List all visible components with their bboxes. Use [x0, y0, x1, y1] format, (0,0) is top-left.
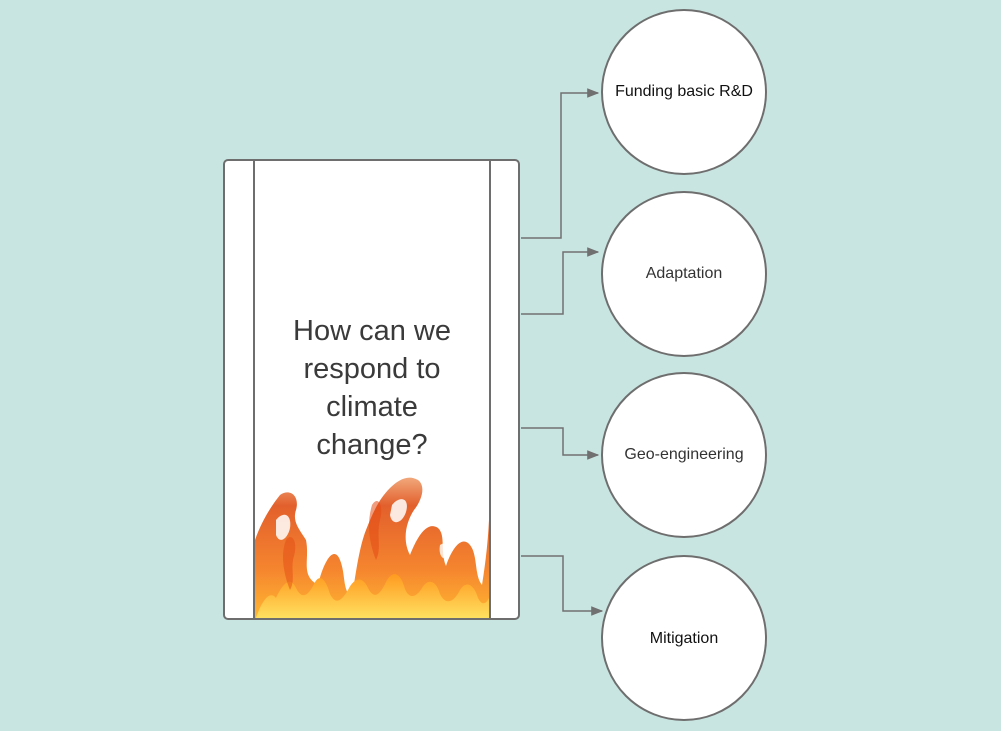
- label-mitigation: Mitigation: [649, 630, 719, 647]
- label-funding-rd: Funding basic R&D: [615, 83, 753, 100]
- connector-rd: [521, 88, 600, 239]
- fire-flames-icon: [255, 477, 489, 618]
- circle-mitigation: [601, 555, 767, 721]
- response-circles: [601, 9, 767, 721]
- circle-funding-rd: [601, 9, 767, 175]
- connector-geoengineering: [521, 427, 600, 460]
- circle-adaptation: [601, 191, 767, 357]
- connectors: [521, 88, 604, 616]
- connector-adaptation: [521, 247, 600, 315]
- question-box: [223, 159, 520, 620]
- circle-geoengineering: [601, 372, 767, 538]
- label-geoengineering: Geo-engineering: [624, 446, 744, 463]
- label-adaptation: Adaptation: [645, 265, 723, 282]
- connector-mitigation: [521, 555, 604, 616]
- question-text: How can we respond to climate change?: [293, 315, 451, 461]
